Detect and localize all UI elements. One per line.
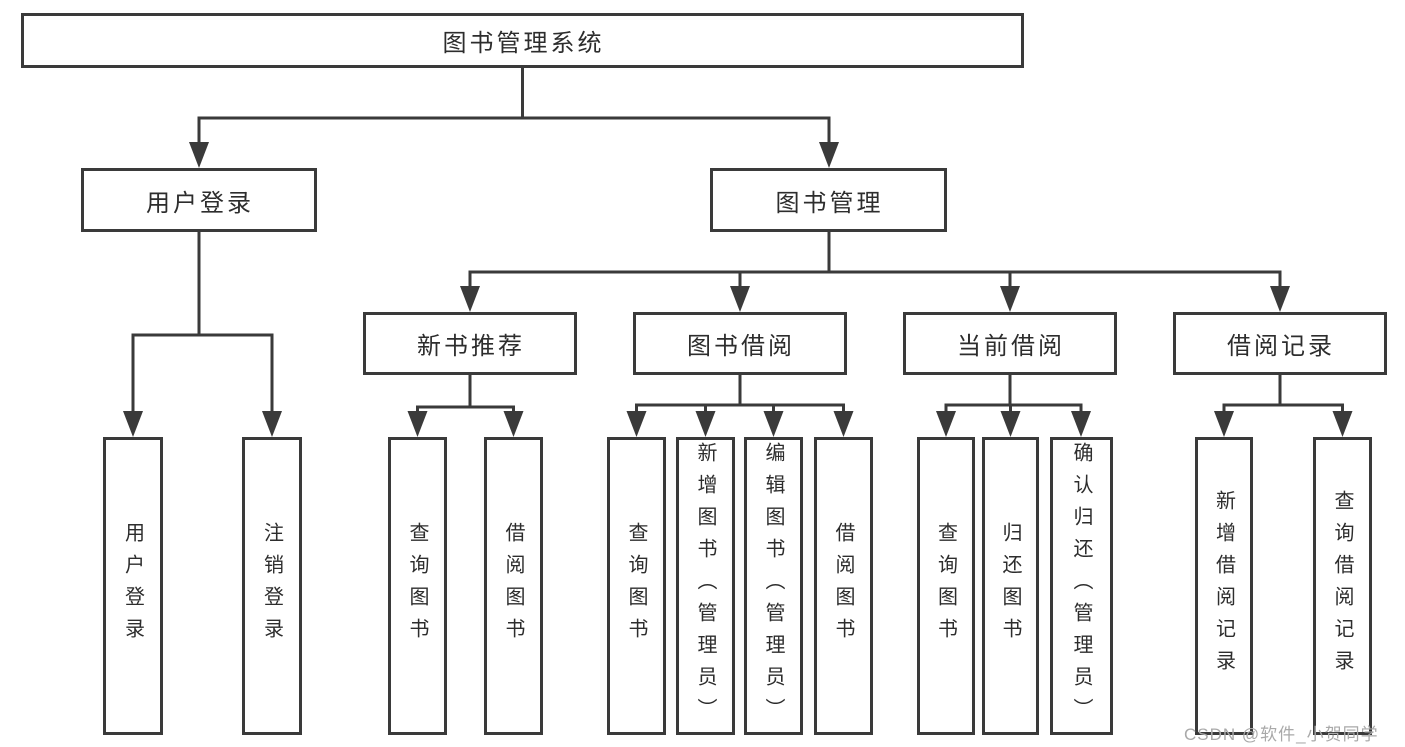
leaf-record-query: 查询借阅记录 xyxy=(1313,437,1372,735)
leaf-current-confirm-return-admin-label: 确认归还（管理员） xyxy=(1070,442,1092,730)
arrow-down-icon xyxy=(123,411,143,437)
leaf-borrow-edit-book-admin: 编辑图书（管理员） xyxy=(744,437,803,735)
arrow-down-icon xyxy=(763,411,784,437)
node-new-book-recommend: 新书推荐 xyxy=(363,312,577,375)
arrow-down-icon xyxy=(460,286,480,312)
node-book-management-label: 图书管理 xyxy=(775,189,884,217)
node-book-management: 图书管理 xyxy=(710,168,947,232)
arrowhead-group xyxy=(123,142,1353,437)
leaf-current-return-book: 归还图书 xyxy=(982,437,1039,735)
leaf-logout-label: 注销登录 xyxy=(260,522,283,650)
leaf-borrow-add-book-admin: 新增图书（管理员） xyxy=(676,437,735,735)
arrow-down-icon xyxy=(833,411,854,437)
node-new-book-recommend-label: 新书推荐 xyxy=(417,333,525,360)
leaf-newbook-query-book-label: 查询图书 xyxy=(406,522,428,650)
leaf-record-query-label: 查询借阅记录 xyxy=(1331,490,1353,682)
node-root-label: 图书管理系统 xyxy=(442,30,605,57)
arrow-down-icon xyxy=(695,411,716,437)
node-user-login-label: 用户登录 xyxy=(146,189,254,217)
arrow-down-icon xyxy=(1071,411,1091,437)
node-user-login: 用户登录 xyxy=(81,168,317,232)
node-borrow-record-label: 借阅记录 xyxy=(1227,333,1335,360)
leaf-newbook-borrow-book-label: 借阅图书 xyxy=(502,522,524,650)
node-book-borrow-label: 图书借阅 xyxy=(687,333,795,360)
node-root: 图书管理系统 xyxy=(21,13,1024,68)
watermark: CSDN @软件_小贺同学 xyxy=(1184,725,1379,744)
arrow-down-icon xyxy=(503,411,524,437)
arrow-down-icon xyxy=(1000,411,1021,437)
arrow-down-icon xyxy=(626,411,647,437)
arrow-down-icon xyxy=(819,142,839,168)
leaf-borrow-query-book: 查询图书 xyxy=(607,437,666,735)
arrow-down-icon xyxy=(189,142,209,168)
leaf-borrow-query-book-label: 查询图书 xyxy=(625,522,647,650)
leaf-user-login-label: 用户登录 xyxy=(121,522,144,650)
leaf-newbook-borrow-book: 借阅图书 xyxy=(484,437,543,735)
arrow-down-icon xyxy=(1332,411,1353,437)
leaf-user-login: 用户登录 xyxy=(103,437,163,735)
arrow-down-icon xyxy=(1214,411,1234,437)
leaf-newbook-query-book: 查询图书 xyxy=(388,437,447,735)
arrow-down-icon xyxy=(1000,286,1020,312)
node-book-borrow: 图书借阅 xyxy=(633,312,847,375)
leaf-logout: 注销登录 xyxy=(242,437,302,735)
leaf-borrow-borrow-book-label: 借阅图书 xyxy=(832,522,854,650)
arrow-down-icon xyxy=(407,411,428,437)
leaf-current-confirm-return-admin: 确认归还（管理员） xyxy=(1050,437,1113,735)
arrow-down-icon xyxy=(730,286,750,312)
arrow-down-icon xyxy=(262,411,282,437)
leaf-borrow-add-book-admin-label: 新增图书（管理员） xyxy=(694,442,716,730)
leaf-borrow-edit-book-admin-label: 编辑图书（管理员） xyxy=(762,442,784,730)
leaf-current-query-book: 查询图书 xyxy=(917,437,975,735)
leaf-current-query-book-label: 查询图书 xyxy=(934,522,957,650)
leaf-record-add: 新增借阅记录 xyxy=(1195,437,1253,735)
leaf-current-return-book-label: 归还图书 xyxy=(999,522,1021,650)
leaf-record-add-label: 新增借阅记录 xyxy=(1212,490,1235,682)
arrow-down-icon xyxy=(1270,286,1290,312)
arrow-down-icon xyxy=(936,411,956,437)
node-current-borrow: 当前借阅 xyxy=(903,312,1117,375)
node-borrow-record: 借阅记录 xyxy=(1173,312,1387,375)
leaf-borrow-borrow-book: 借阅图书 xyxy=(814,437,873,735)
node-current-borrow-label: 当前借阅 xyxy=(957,333,1065,360)
